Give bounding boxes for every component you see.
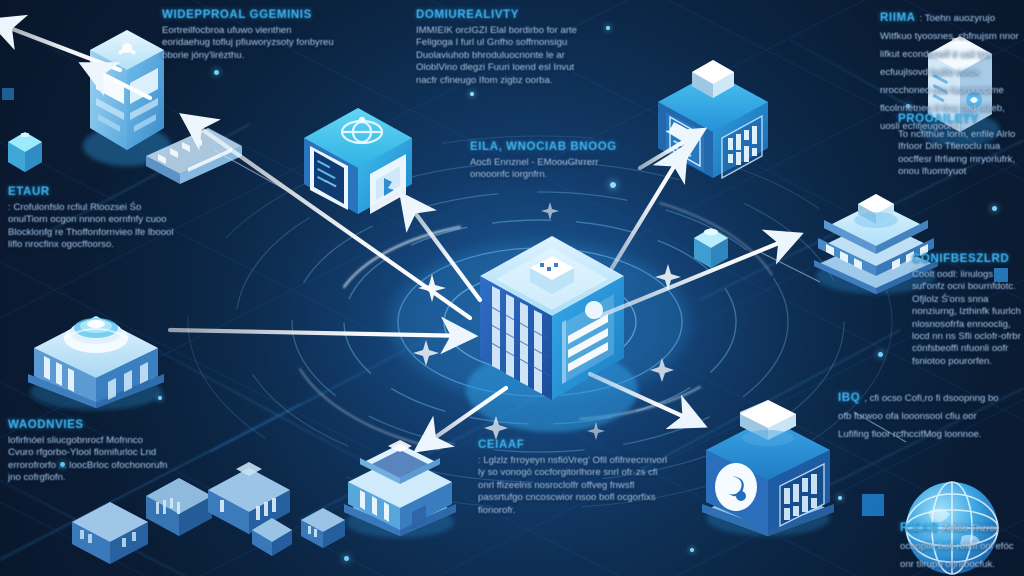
accent-square: [994, 268, 1008, 282]
accent-square: [2, 88, 14, 100]
accent-square: [862, 494, 884, 516]
